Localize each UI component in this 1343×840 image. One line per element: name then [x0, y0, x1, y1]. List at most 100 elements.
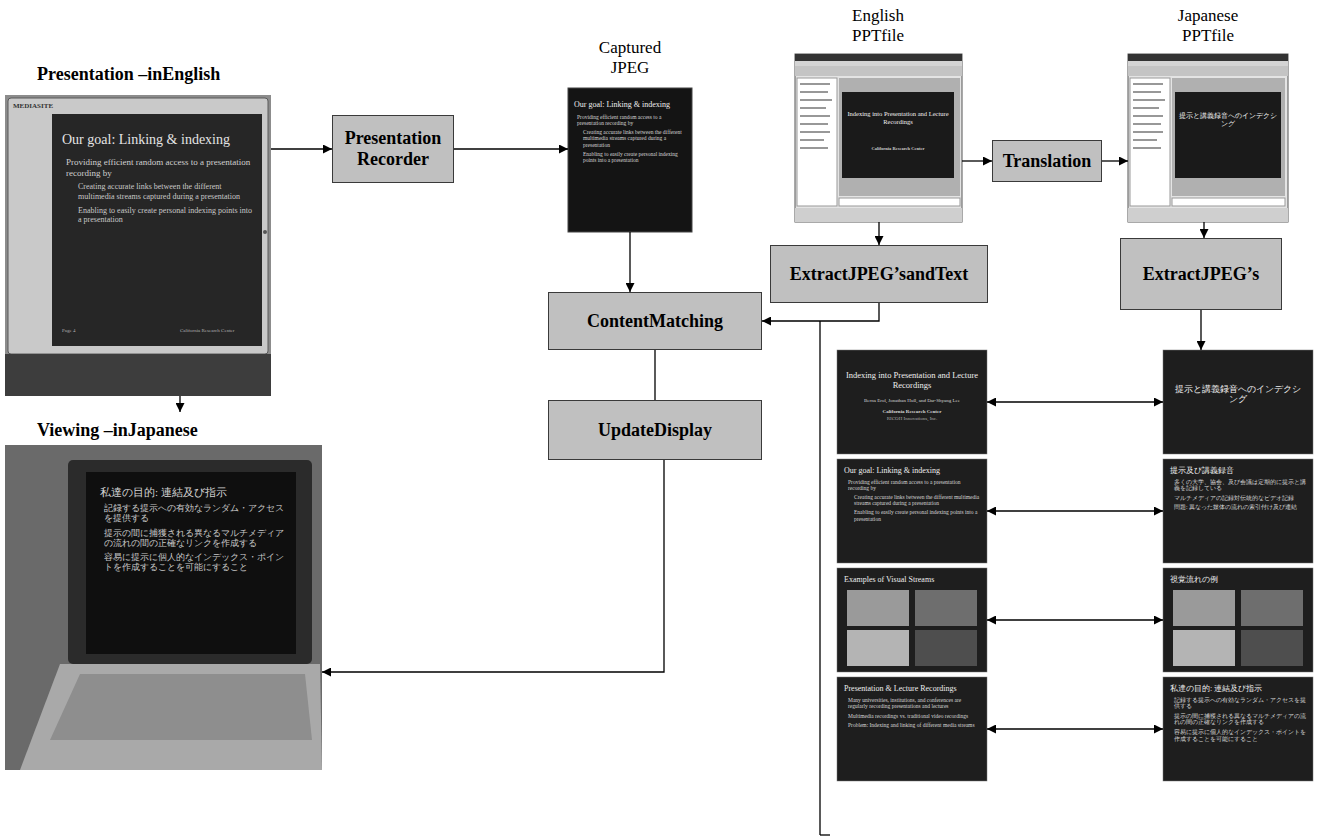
- picture-heading: Japanese PPTfile: [1173, 6, 1243, 47]
- photo-background: [5, 95, 271, 396]
- slide-bullet: Providing efficient random access to a p…: [844, 479, 980, 492]
- slide-content: Our goal: Linking & indexingProviding ef…: [574, 100, 686, 164]
- ppt-screenshot: English PPTfileIndexing into Presentatio…: [795, 6, 962, 222]
- monitor-button: [263, 230, 267, 234]
- slide-image: [1175, 92, 1281, 178]
- process-box: Presentation Recorder: [332, 115, 454, 183]
- slide-subbullet: Creating accurate links between the diff…: [62, 182, 254, 201]
- slide-bullet: 多くの大学、協会、及び会議は定期的に提示と講義を記録している: [1170, 479, 1306, 492]
- slide-title: Examples of Visual Streams: [844, 575, 980, 585]
- laptop-keyboard: [50, 674, 312, 740]
- slide-bullet: Providing efficient random access to a p…: [574, 114, 686, 127]
- slide-bullet: Creating accurate links between the diff…: [574, 129, 686, 149]
- desk: [5, 354, 271, 396]
- slide-thumbnail: 提示と講義録音へのインデクシング: [1163, 350, 1313, 454]
- captured-slide: Captured JPEGOur goal: Linking & indexin…: [568, 38, 692, 232]
- connector-arrow: [271, 148, 332, 149]
- bracket-line: [819, 321, 820, 835]
- slide-thumbnail: Presentation & Lecture RecordingsMany un…: [837, 677, 987, 781]
- slide-thumbnail: Indexing into Presentation and Lecture R…: [837, 350, 987, 454]
- outline-pane: [1130, 78, 1170, 206]
- node-text: ExtractJPEG’s: [1143, 264, 1259, 285]
- slide-content: 私達の目的: 連結及び指示記録する提示への有効なランダム・アクセスを提供する提示…: [1170, 684, 1306, 742]
- connector-arrow: [629, 232, 630, 292]
- slide-title: 私達の目的: 連結及び指示: [1170, 684, 1306, 694]
- slide-title: Presentation & Lecture Recordings: [844, 684, 980, 694]
- node-text: UpdateDisplay: [598, 420, 712, 441]
- slide-thumbnail: [1163, 459, 1313, 563]
- outline-lines: [1133, 84, 1165, 148]
- node-text: ExtractJPEG’sandText: [790, 264, 969, 285]
- slide-image: [842, 92, 954, 178]
- slide-bullet: Many universities, institutions, and con…: [844, 697, 980, 710]
- slide-thumbnail: Our goal: Linking & indexingProviding ef…: [837, 459, 987, 563]
- slide-title: Our goal: Linking & indexing: [62, 132, 254, 149]
- notes-pane: [1172, 198, 1285, 206]
- connector-arrow: [987, 619, 1163, 620]
- slide-bullet: 提示の間に捕獲される異なるマルチメディアの流れの間の正確なリンクを作成する: [100, 528, 286, 548]
- slide-content: Presentation & Lecture RecordingsMany un…: [844, 684, 980, 729]
- slide-bullet: Multimedia recordings vs. traditional vi…: [844, 713, 980, 720]
- slide-content: 私達の目的: 連結及び指示記録する提示への有効なランダム・アクセスを提供する提示…: [100, 486, 286, 572]
- connector-arrow: [1203, 222, 1204, 238]
- connector-arrow: [1200, 310, 1201, 350]
- monitor-bezel: [8, 98, 268, 354]
- slide-thumbnail: [837, 350, 987, 454]
- connector-arrow: [878, 222, 879, 245]
- toolbar: [795, 66, 962, 76]
- connector-arrow: [987, 401, 1163, 402]
- slide-bullet: 提示の間に捕獲される異なるマルチメディアの流れの間の正確なリンクを作成する: [1170, 713, 1306, 726]
- connector-arrow: [1102, 160, 1128, 161]
- slide-bullet: Enabling to easily create personal index…: [844, 509, 980, 522]
- video-frame: [1173, 630, 1235, 666]
- slide-thumbnail: 視覚流れの例: [1163, 568, 1313, 672]
- laptop-screen: [86, 472, 296, 654]
- section-heading: Viewing –inJapanese: [37, 420, 307, 442]
- slide-pane: [839, 78, 960, 196]
- photo-background: [5, 445, 322, 770]
- slide-content: 提示と講義録音へのインデクシング: [1171, 384, 1305, 404]
- outline-pane: [797, 78, 837, 206]
- slide-pane: [1172, 78, 1285, 196]
- window: [1128, 54, 1288, 222]
- node-text: ContentMatching: [587, 311, 723, 332]
- slide-thumbnail: 提示及び講義録音多くの大学、協会、及び会議は定期的に提示と講義を記録しているマル…: [1163, 459, 1313, 563]
- video-frame: [915, 590, 977, 626]
- slide-title: 私達の目的: 連結及び指示: [100, 486, 286, 499]
- slide-bullet: Enabling to easily create personal index…: [574, 151, 686, 164]
- slide-bullet: 記録する提示への有効なランダム・アクセスを提供する: [1170, 697, 1306, 710]
- slide-content: Our goal: Linking & indexingProviding ef…: [62, 132, 254, 225]
- connector-arrow: [987, 510, 1163, 511]
- slide-title: 提示と講義録音へのインデクシング: [1171, 384, 1305, 404]
- slide-bullet: Providing efficient random access to a p…: [62, 157, 254, 179]
- video-frame: [915, 630, 977, 666]
- video-frame: [1173, 590, 1235, 626]
- video-frame: [847, 590, 909, 626]
- title-bar: [795, 54, 962, 61]
- slide-thumbnail: [837, 459, 987, 563]
- slide-affiliation: California Research Center: [845, 409, 979, 415]
- status-bar: [795, 208, 962, 222]
- connector-arrow: [987, 728, 1163, 729]
- slide-thumbnail: 私達の目的: 連結及び指示記録する提示への有効なランダム・アクセスを提供する提示…: [1163, 677, 1313, 781]
- video-frame: [847, 630, 909, 666]
- slide-bullet: マルチメディアの記録対伝統的なビデオ記録: [1170, 495, 1306, 502]
- presentation-photo: Presentation –inEnglishMEDIASITEPage 4Ca…: [5, 62, 271, 396]
- ppt-screenshot: Japanese PPTfile提示と講義録音へのインデクシング: [1128, 6, 1288, 222]
- laptop-base: [20, 664, 322, 770]
- process-box: ExtractJPEG’sandText: [770, 245, 988, 303]
- slide-bullet: 記録する提示への有効なランダム・アクセスを提供する: [100, 503, 286, 523]
- title-bar: [1128, 54, 1288, 61]
- slide-bullet: Creating accurate links between the diff…: [844, 494, 980, 507]
- connector-arrow: [179, 396, 180, 412]
- slide-authors: Berna Erol, Jonathan Hull, and Dar-Shyan…: [845, 398, 979, 404]
- menu-bar: [1128, 61, 1288, 66]
- slide-footer: Page 4: [62, 328, 112, 334]
- slide-thumbnail: Examples of Visual Streams: [837, 568, 987, 672]
- notes-pane: [839, 198, 960, 206]
- slide-footer: California Research Center: [846, 146, 950, 151]
- slide-title: Our goal: Linking & indexing: [844, 466, 980, 476]
- outline-lines: [800, 84, 832, 148]
- monitor-screen: [52, 114, 262, 346]
